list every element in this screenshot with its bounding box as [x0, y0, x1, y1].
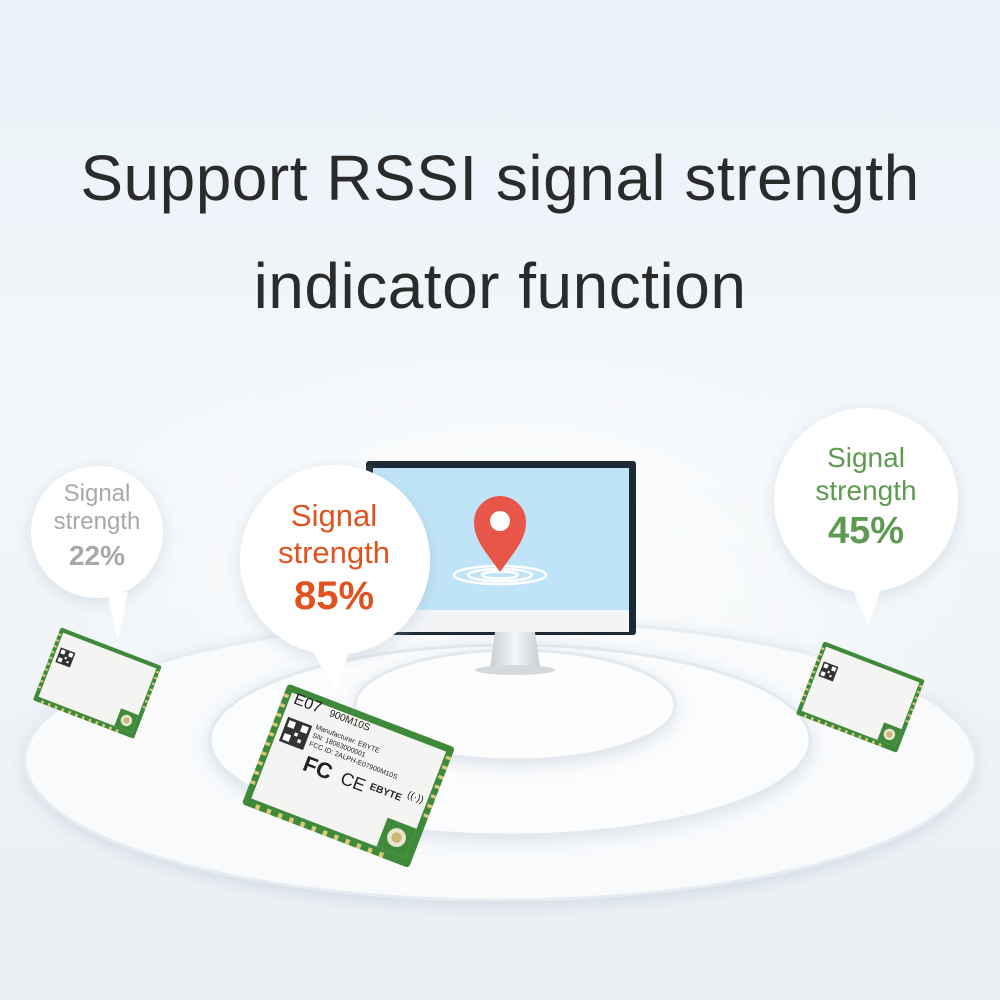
signal-value: 45%: [827, 510, 905, 553]
signal-label-line-1: Signal: [827, 442, 905, 473]
signal-bubble-left: Signal strength 22%: [42, 480, 152, 572]
page-title-line-2: indicator function: [253, 250, 747, 322]
signal-label-line-1: Signal: [290, 498, 378, 533]
location-pin-icon: [452, 496, 548, 586]
signal-bubble-middle: Signal strength 85%: [249, 498, 419, 620]
signal-label-line-1: Signal: [63, 480, 131, 507]
module-brand: EBYTE: [367, 781, 404, 804]
signal-label-line-2: strength: [53, 508, 141, 536]
signal-label-line-2: strength: [277, 534, 390, 570]
signal-bubble-right: Signal strength 45%: [786, 441, 946, 554]
signal-value: 22%: [68, 539, 126, 571]
wifi-icon: ((·)): [405, 789, 426, 806]
page-title-line-1: Support RSSI signal strength: [80, 142, 920, 214]
signal-value: 85%: [293, 574, 375, 619]
signal-label-line-2: strength: [815, 475, 917, 507]
ce-logo-icon: CE: [337, 768, 369, 796]
bubble-left: [31, 466, 163, 640]
bubble-middle: [240, 465, 430, 692]
bubble-right: [774, 408, 958, 626]
